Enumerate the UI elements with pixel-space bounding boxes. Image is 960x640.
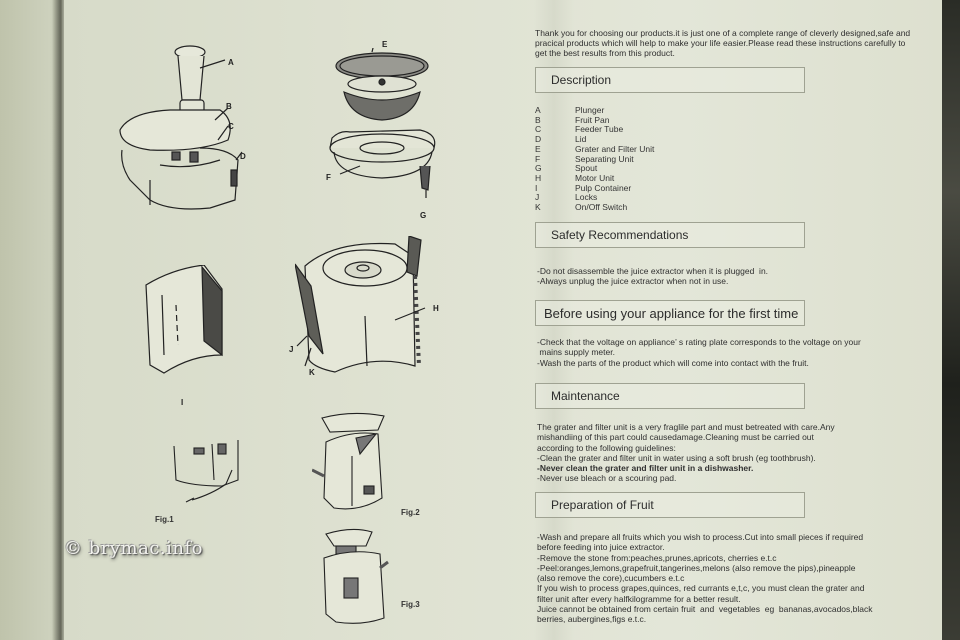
- diagram-motor-unit: [295, 236, 435, 386]
- safety-text: -Do not disassemble the juice extractor …: [537, 266, 769, 287]
- fig3-caption: Fig.3: [401, 600, 420, 609]
- preparation-text: -Wash and prepare all fruits which you w…: [537, 532, 873, 625]
- diagram-fig3: [322, 528, 402, 628]
- diagram-pulp-container: [142, 265, 232, 380]
- diagram-grater-separating: [320, 48, 440, 198]
- callout-i: I: [181, 398, 184, 407]
- callout-a: A: [228, 58, 234, 67]
- callout-e: E: [382, 40, 388, 49]
- callout-b: B: [226, 102, 232, 111]
- section-header-safety: Safety Recommendations: [535, 222, 805, 248]
- fig2-caption: Fig.2: [401, 508, 420, 517]
- callout-g: G: [420, 211, 427, 220]
- section-header-first-use: Before using your appliance for the firs…: [535, 300, 805, 326]
- diagram-fig2: [312, 412, 392, 517]
- callout-h: H: [433, 304, 439, 313]
- copyright-watermark: © brymac.info: [64, 538, 203, 559]
- callout-k: K: [309, 368, 315, 377]
- table-surface-left: [0, 0, 62, 640]
- diagram-fig1: [172, 440, 242, 510]
- fig1-caption: Fig.1: [155, 515, 174, 524]
- section-title: Before using your appliance for the firs…: [544, 305, 799, 321]
- section-header-maintenance: Maintenance: [535, 383, 805, 409]
- maintenance-text: The grater and filter unit is a very fra…: [537, 422, 835, 484]
- section-header-preparation: Preparation of Fruit: [535, 492, 805, 518]
- section-header-description: Description: [535, 67, 805, 93]
- section-title: Preparation of Fruit: [551, 498, 654, 512]
- callout-d: D: [240, 152, 246, 161]
- diagram-lid-assembly: [110, 40, 260, 215]
- section-title: Maintenance: [551, 389, 620, 403]
- callout-f: F: [326, 173, 331, 182]
- table-surface-right: [940, 0, 960, 640]
- intro-paragraph: Thank you for choosing our products.it i…: [535, 28, 911, 58]
- callout-j: J: [289, 345, 294, 354]
- page-edge-shadow: [52, 0, 66, 640]
- section-title: Safety Recommendations: [551, 228, 689, 242]
- section-title: Description: [551, 73, 612, 87]
- page-fold: [534, 0, 574, 640]
- callout-c: C: [228, 122, 234, 131]
- first-use-text: -Check that the voltage on appliance’ s …: [537, 337, 861, 368]
